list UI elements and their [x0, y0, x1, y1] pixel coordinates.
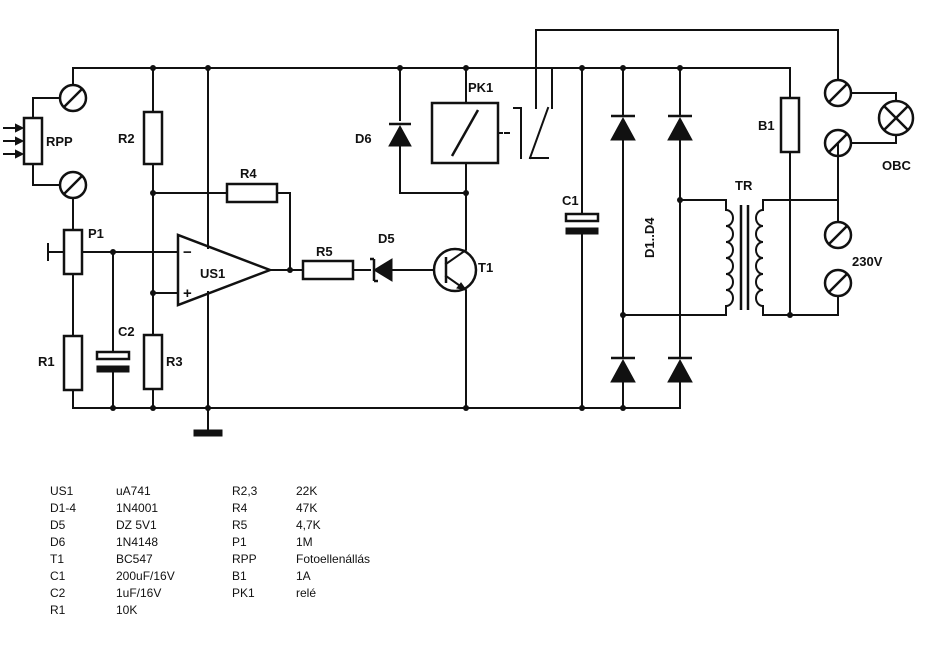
resistor-r5	[301, 259, 355, 281]
mains-terminals	[823, 220, 853, 298]
transistor-t1	[432, 192, 478, 409]
c2-label: C2	[118, 324, 135, 339]
potentiometer-p1	[47, 228, 179, 337]
us1-label: US1	[200, 266, 225, 281]
part-value: relé	[296, 586, 317, 600]
relay-pk1	[430, 29, 839, 194]
c1-label: C1	[562, 193, 579, 208]
photoresistor-rpp	[3, 67, 88, 231]
part-value: 1N4001	[116, 501, 159, 515]
part-ref: D6	[50, 535, 66, 549]
part-ref: D1-4	[50, 501, 77, 515]
resistor-r4	[152, 182, 291, 271]
tr-label: TR	[735, 178, 753, 193]
transformer-tr	[724, 199, 839, 316]
d6-label: D6	[355, 131, 372, 146]
mains-230v-label: 230V	[852, 254, 883, 269]
part-ref: R1	[50, 603, 66, 617]
part-ref: PK1	[232, 586, 255, 600]
part-ref: P1	[232, 535, 247, 549]
part-value: 1A	[296, 569, 311, 583]
part-ref: R5	[232, 518, 248, 532]
r1-label: R1	[38, 354, 55, 369]
r3-label: R3	[166, 354, 183, 369]
r5-label: R5	[316, 244, 333, 259]
part-value: 1uF/16V	[116, 586, 162, 600]
capacitor-c1	[564, 67, 600, 409]
d5-label: D5	[378, 231, 395, 246]
pk1-label: PK1	[468, 80, 493, 95]
r2-label: R2	[118, 131, 135, 146]
circuit-schematic: RPP P1 R1 C2 R2 R3 R4	[3, 29, 915, 437]
r4-label: R4	[240, 166, 257, 181]
resistor-r1	[62, 334, 84, 392]
part-ref: B1	[232, 569, 247, 583]
bridge-rectifier-d1-d4	[610, 67, 727, 409]
rpp-label: RPP	[46, 134, 73, 149]
part-value: 1M	[296, 535, 313, 549]
p1-label: P1	[88, 226, 104, 241]
part-ref: C1	[50, 569, 66, 583]
part-value: 1N4148	[116, 535, 159, 549]
part-ref: RPP	[232, 552, 257, 566]
fuse-b1	[679, 67, 801, 316]
part-ref: T1	[50, 552, 65, 566]
part-value: 4,7K	[296, 518, 321, 532]
t1-label: T1	[478, 260, 493, 275]
part-ref: C2	[50, 586, 66, 600]
opamp-plus-label: +	[183, 285, 192, 302]
obc-label: OBC	[882, 158, 912, 173]
part-ref: US1	[50, 484, 74, 498]
part-ref: R2,3	[232, 484, 258, 498]
part-ref: R4	[232, 501, 248, 515]
part-value: uA741	[116, 484, 151, 498]
part-ref: D5	[50, 518, 66, 532]
part-value: 22K	[296, 484, 318, 498]
part-value: 47K	[296, 501, 318, 515]
zener-diode-d5	[370, 257, 437, 283]
lamp-terminals	[823, 78, 915, 201]
capacitor-c2	[95, 251, 131, 409]
resistor-r3	[142, 333, 164, 391]
b1-label: B1	[758, 118, 775, 133]
part-value: 10K	[116, 603, 138, 617]
diode-d6	[388, 67, 467, 194]
part-value: BC547	[116, 552, 153, 566]
part-value: 200uF/16V	[116, 569, 175, 583]
part-value: DZ 5V1	[116, 518, 157, 532]
part-value: Fotoellenállás	[296, 552, 371, 566]
d1-d4-label: D1..D4	[642, 217, 657, 258]
opamp-us1	[152, 67, 274, 437]
opamp-minus-label: −	[183, 244, 192, 261]
